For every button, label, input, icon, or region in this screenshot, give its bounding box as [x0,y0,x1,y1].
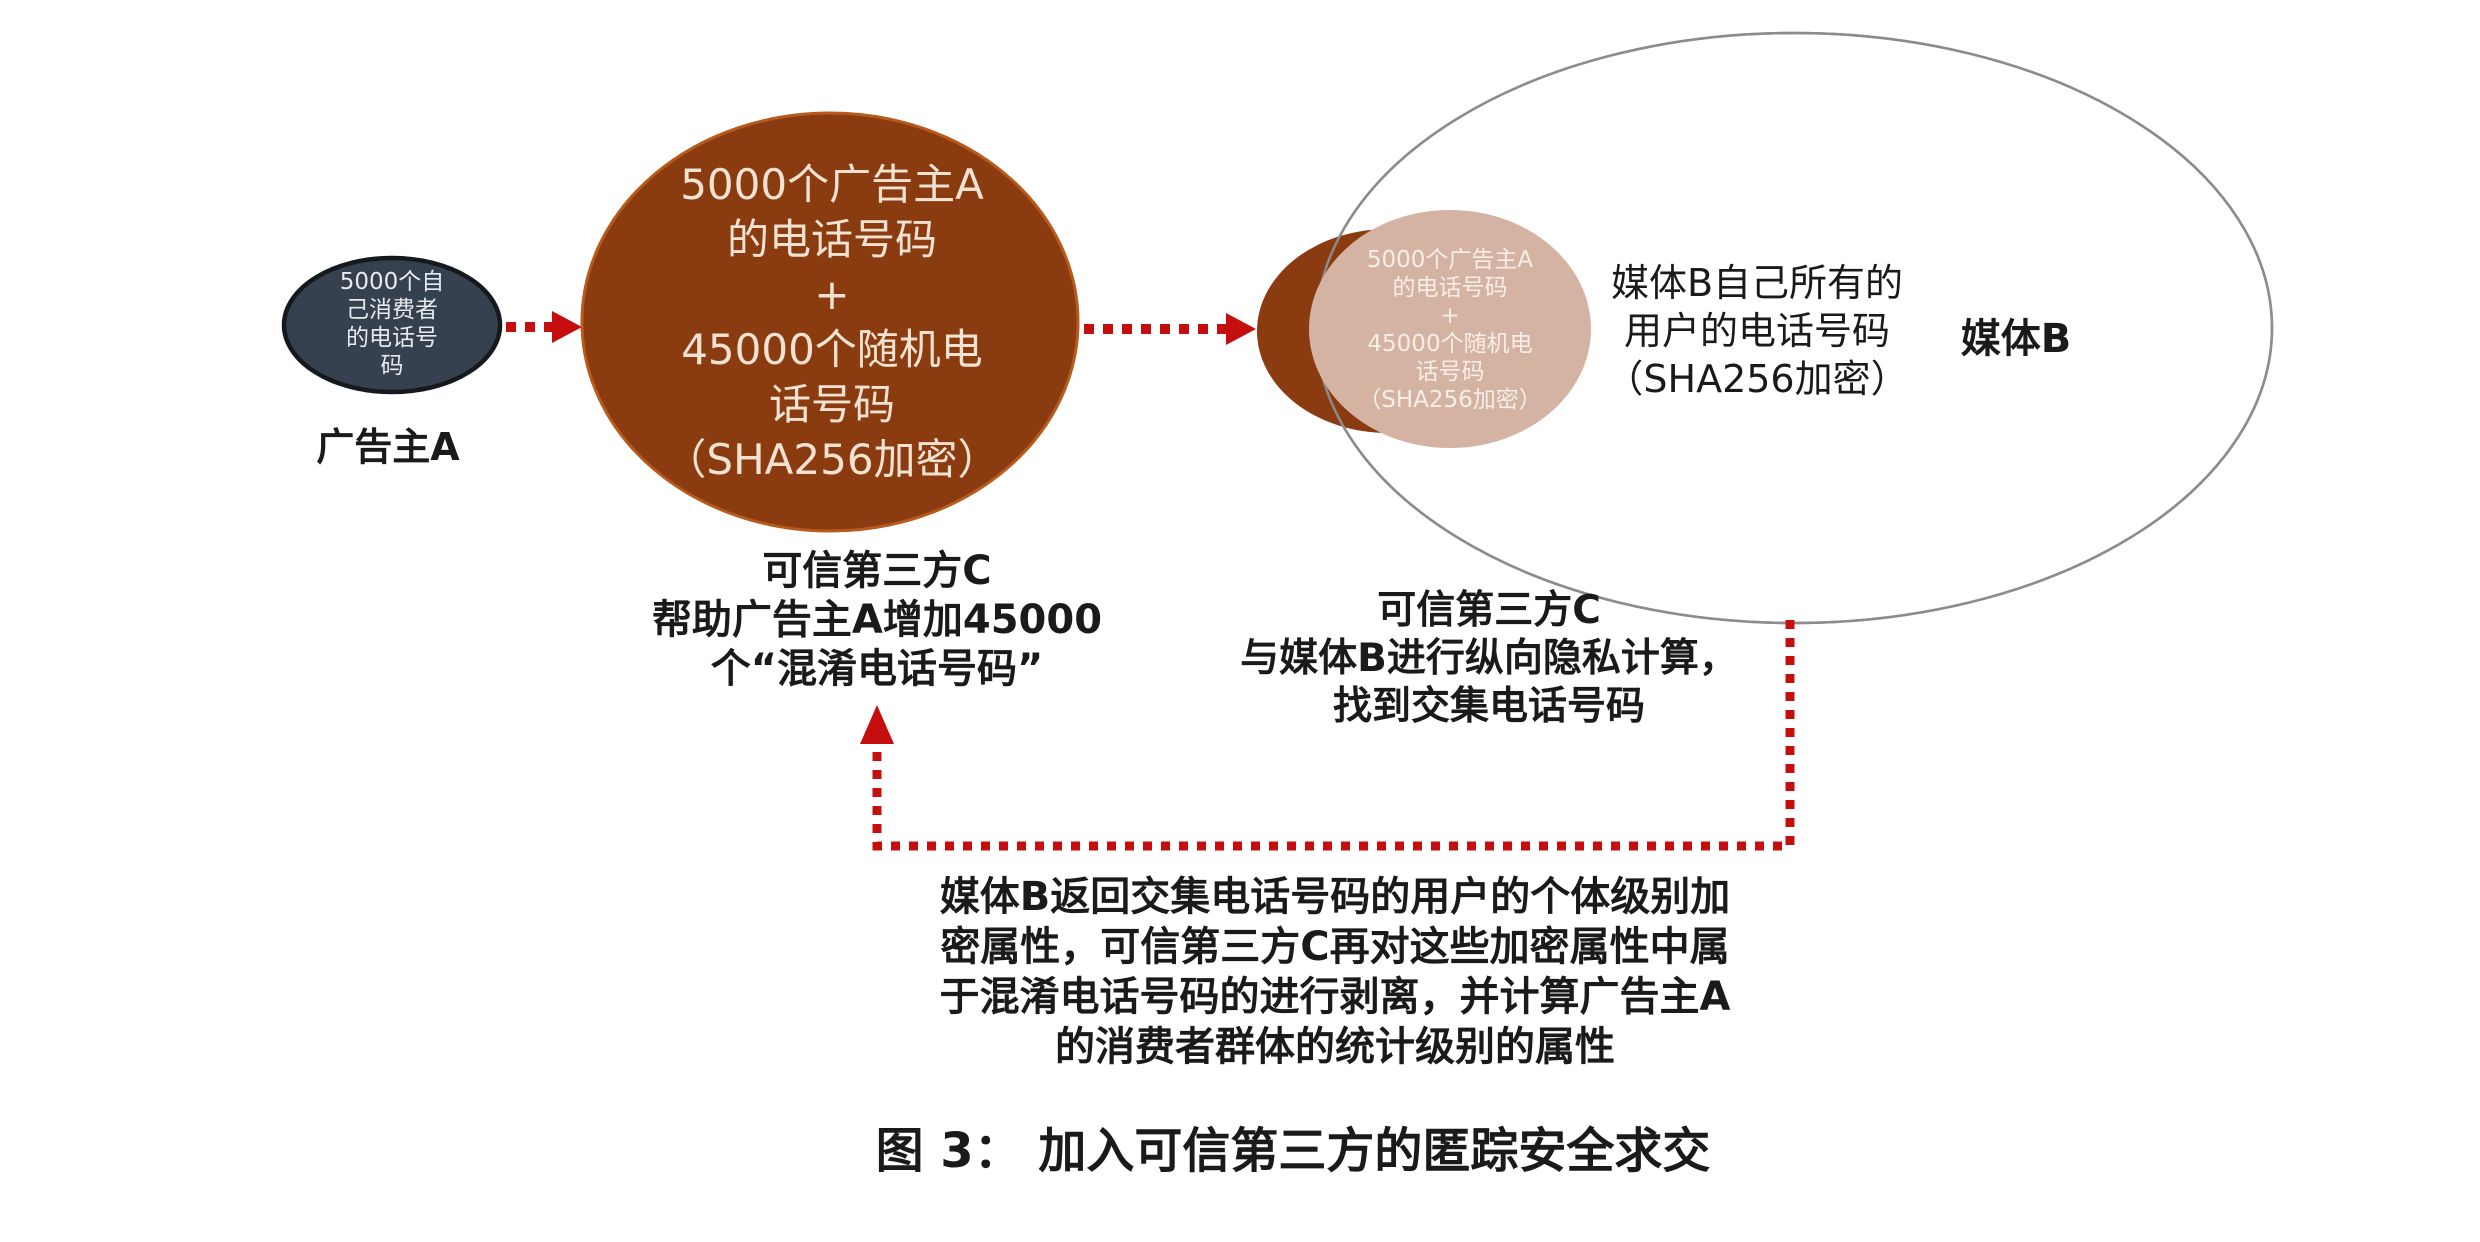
media-caption: 可信第三方C 与媒体B进行纵向隐私计算， 找到交集电话号码 [1240,588,1738,729]
advertiser-bubble-text: 5000个自 己消费者 的电话号 码 [339,269,445,379]
intersection-ellipse [1309,210,1591,448]
return-path-up-arrow-icon [860,705,894,744]
return-note: 媒体B返回交集电话号码的用户的个体级别加 密属性，可信第三方C再对这些加密属性中… [939,874,1731,1070]
advertiser-ellipse [281,255,503,395]
flow-arrow-2-head-icon [1226,313,1256,345]
ttp-mixed-numbers-ellipse [580,111,1080,533]
media-label: 媒体B [1960,316,2072,362]
ttp-bubble-text: 5000个广告主A 的电话号码 + 45000个随机电 话号码 （SHA256加… [664,160,1000,484]
media-bubble-text: 媒体B自己所有的 用户的电话号码 （SHA256加密） [1605,261,1909,401]
figure-caption: 图 3： 加入可信第三方的匿踪安全求交 [875,1123,1711,1179]
ttp-caption: 可信第三方C 帮助广告主A增加45000 个“混淆电话号码” [651,548,1103,692]
flow-arrow-1-head-icon [552,311,582,343]
advertiser-label: 广告主A [316,425,460,469]
return-path-line [872,620,1795,851]
intersection-bubble-text: 5000个广告主A 的电话号码 + 45000个随机电 话号码 （SHA256加… [1358,247,1542,413]
